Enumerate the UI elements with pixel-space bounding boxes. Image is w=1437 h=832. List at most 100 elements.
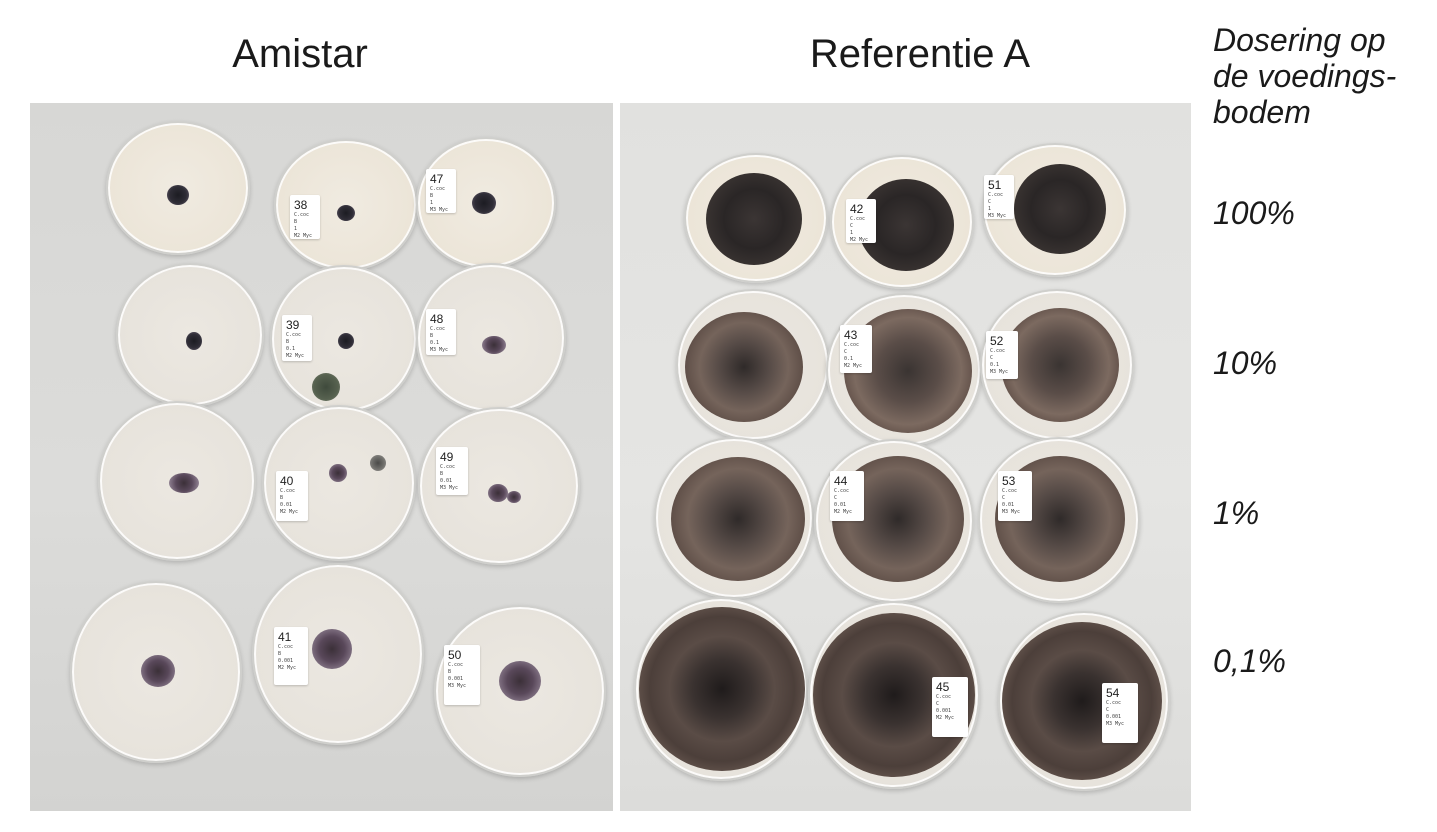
plate-label: 54 C.coc C 0.001 M3 Myc: [1102, 683, 1138, 743]
label-line: C.coc: [286, 332, 302, 338]
referentie-a-photo: 42 C.coc C 1 M2 Myc 51 C.coc C 1 M3 Myc …: [620, 103, 1191, 811]
amistar-title: Amistar: [232, 32, 368, 76]
label-line: B: [430, 333, 434, 339]
label-line: 0.01: [440, 478, 453, 484]
fungal-colony: [488, 484, 508, 502]
label-line: C.coc: [834, 488, 850, 494]
label-line: C.coc: [1106, 700, 1122, 706]
plate-number: 48: [430, 312, 444, 326]
fungal-colony: [338, 333, 354, 349]
fungal-colony: [169, 473, 199, 493]
petri-dish: [106, 121, 250, 255]
label-line: 0.01: [834, 502, 847, 508]
plate-label: 39 C.coc B 0.1 M2 Myc: [282, 315, 312, 361]
plate-number: 49: [440, 450, 454, 464]
fungal-colony: [507, 491, 521, 503]
plate-label: 40 C.coc B 0.01 M2 Myc: [276, 471, 308, 521]
dosage-title-line-1: Dosering op: [1213, 22, 1386, 58]
label-line: B: [294, 219, 298, 225]
label-line: B: [440, 471, 444, 477]
label-line: B: [280, 495, 284, 501]
fungal-colony: [499, 661, 541, 701]
label-line: M3 Myc: [988, 213, 1007, 219]
label-line: C.coc: [294, 212, 310, 218]
fungal-colony: [1002, 622, 1162, 780]
plate-label: 41 C.coc B 0.001 M2 Myc: [274, 627, 308, 685]
label-line: 0.001: [448, 676, 464, 682]
label-line: M3 Myc: [1002, 509, 1021, 515]
petri-dish: [634, 597, 808, 781]
plate-label: 43 C.coc C 0.1 M2 Myc: [840, 325, 872, 373]
label-line: M3 Myc: [430, 347, 449, 353]
plate-number: 44: [834, 474, 848, 488]
fungal-colony: [671, 457, 805, 581]
label-line: 0.001: [1106, 714, 1122, 720]
plate-label: 44 C.coc C 0.01 M2 Myc: [830, 471, 864, 521]
fungal-colony: [141, 655, 175, 687]
label-line: M3 Myc: [440, 485, 459, 491]
label-line: C.coc: [278, 644, 294, 650]
plate-label: 45 C.coc C 0.001 M2 Myc: [932, 677, 968, 737]
dosage-100: 100%: [1213, 195, 1295, 231]
fungal-colony: [482, 336, 506, 354]
label-line: C: [1106, 707, 1110, 713]
plate-label: 47 C.coc B 1 M3 Myc: [426, 169, 456, 213]
label-line: 0.1: [430, 340, 440, 346]
fungal-colony: [639, 607, 805, 771]
dosage-1: 1%: [1213, 495, 1260, 531]
plate-label: 50 C.coc B 0.001 M3 Myc: [444, 645, 480, 705]
label-line: 0.1: [286, 346, 296, 352]
dosage-10: 10%: [1213, 345, 1278, 381]
fungal-colony: [329, 464, 347, 482]
label-line: B: [278, 651, 282, 657]
plate-label: 42 C.coc C 1 M2 Myc: [846, 199, 876, 243]
fungal-colony: [706, 173, 802, 265]
label-line: 0.01: [280, 502, 293, 508]
label-line: 1: [294, 226, 298, 232]
fungal-colony: [186, 332, 202, 350]
label-line: 0.1: [990, 362, 1000, 368]
plate-number: 39: [286, 318, 300, 332]
label-line: M3 Myc: [448, 683, 467, 689]
label-line: M3 Myc: [990, 369, 1009, 375]
label-line: 0.01: [1002, 502, 1015, 508]
label-line: C.coc: [844, 342, 860, 348]
plate-label: 51 C.coc C 1 M3 Myc: [984, 175, 1014, 219]
plate-number: 41: [278, 630, 292, 644]
label-line: C: [990, 355, 994, 361]
fungal-colony: [312, 629, 352, 669]
label-line: C: [936, 701, 940, 707]
petri-dish: [98, 401, 256, 561]
label-line: M2 Myc: [850, 237, 869, 243]
petri-dish: [70, 581, 242, 763]
fungal-colony: [337, 205, 355, 221]
label-line: M2 Myc: [280, 509, 299, 515]
label-line: C: [988, 199, 992, 205]
label-line: 0.1: [844, 356, 854, 362]
label-line: M3 Myc: [1106, 721, 1125, 727]
label-line: M2 Myc: [286, 353, 305, 359]
plate-label: 38 C.coc B 1 M2 Myc: [290, 195, 320, 239]
plate-label: 48 C.coc B 0.1 M3 Myc: [426, 309, 456, 355]
contaminant-colony: [312, 373, 340, 401]
plate-label: 53 C.coc C 0.01 M3 Myc: [998, 471, 1032, 521]
label-line: C.coc: [430, 326, 446, 332]
label-line: M3 Myc: [430, 207, 449, 213]
label-line: C.coc: [440, 464, 456, 470]
plate-label: 52 C.coc C 0.1 M3 Myc: [986, 331, 1018, 379]
label-line: M2 Myc: [844, 363, 863, 369]
petri-dish: [814, 439, 974, 603]
label-line: C.coc: [1002, 488, 1018, 494]
fungal-colony: [1001, 308, 1119, 422]
label-line: M2 Myc: [936, 715, 955, 721]
referentie-a-title: Referentie A: [809, 32, 1031, 76]
label-line: C.coc: [430, 186, 446, 192]
label-line: 1: [430, 200, 434, 206]
fungal-colony: [1014, 164, 1106, 254]
petri-dish: [676, 289, 830, 441]
label-line: M2 Myc: [294, 233, 313, 239]
dosage-0-1: 0,1%: [1213, 643, 1286, 679]
label-line: C.coc: [280, 488, 296, 494]
label-line: M2 Myc: [834, 509, 853, 515]
label-line: C.coc: [850, 216, 866, 222]
